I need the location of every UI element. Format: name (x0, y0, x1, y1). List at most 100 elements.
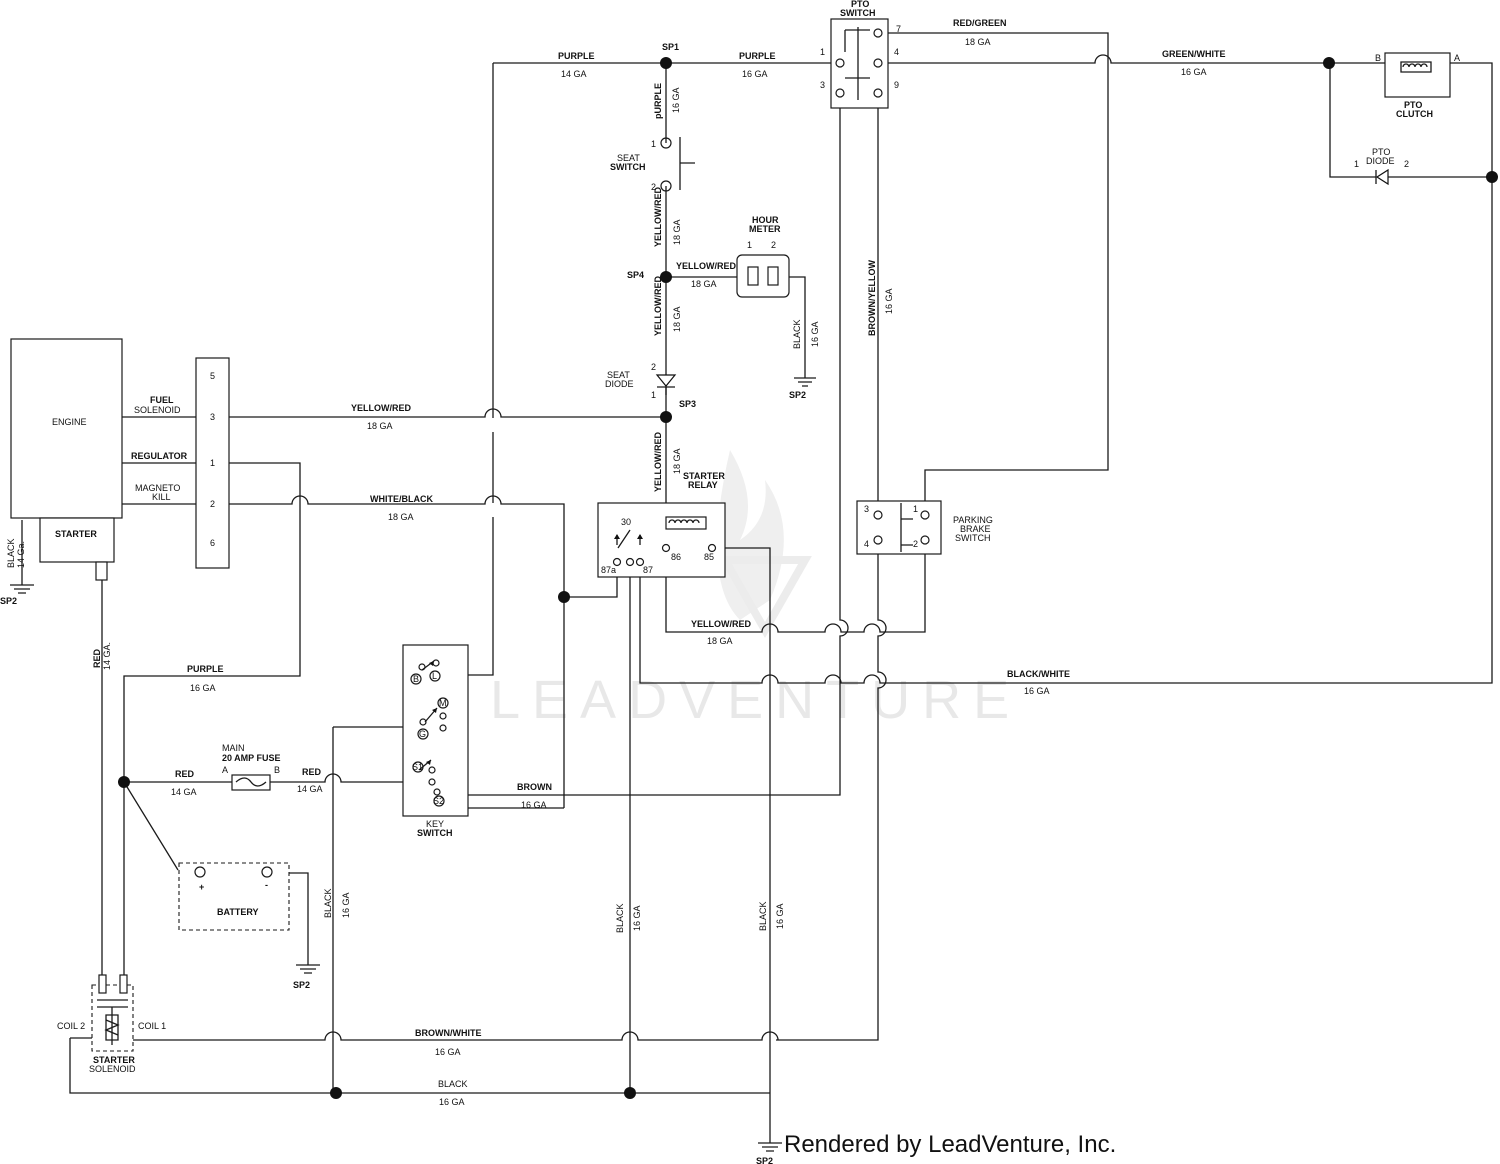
gauge-black-meter: 16 GA (810, 321, 820, 347)
ground-engine-icon (10, 584, 34, 594)
fuse-pin-a: A (222, 765, 228, 775)
label-yellow-red-fuel: YELLOW/RED (351, 403, 411, 413)
gauge-black-white: 16 GA (1024, 686, 1050, 696)
pto-diode-pin-1: 1 (1354, 159, 1359, 169)
pto-clutch-winding (1402, 63, 1428, 68)
gauge-black-bottom: 16 GA (439, 1097, 465, 1107)
pto-diode-label-2: DIODE (1366, 156, 1395, 166)
starter-relay-pin-87: 87 (643, 565, 653, 575)
starter-label: STARTER (55, 529, 97, 539)
label-black-white: BLACK/WHITE (1007, 669, 1070, 679)
label-brown-white: BROWN/WHITE (415, 1028, 482, 1038)
label-red-green: RED/GREEN (953, 18, 1007, 28)
ground-label-meter: SP2 (789, 390, 806, 400)
gauge-purple-vertical: 16 GA (671, 87, 681, 113)
label-purple-regulator: PURPLE (187, 664, 224, 674)
seat-diode-pin-1: 1 (651, 390, 656, 400)
pto-clutch-pin-a: A (1454, 53, 1460, 63)
key-switch-label-2: SWITCH (417, 828, 453, 838)
splice-battery-positive (118, 776, 130, 788)
key-switch-box (402, 644, 469, 817)
seat-switch-terminal-1 (660, 137, 672, 149)
hour-meter-terminal-2 (767, 266, 779, 286)
key-switch-pin-b: B (413, 674, 419, 684)
parking-brake-blades (900, 503, 913, 552)
starter-solenoid-post-2 (119, 974, 128, 994)
key-switch-terminal-s2 (433, 795, 445, 807)
starter-box (39, 517, 115, 563)
starter-solenoid-coil (104, 1019, 120, 1036)
pto-diode-symbol (1375, 168, 1389, 186)
pto-switch-terminal-1 (835, 58, 845, 68)
credit-text: Rendered by LeadVenture, Inc. (784, 1131, 1116, 1158)
label-black-pto: BLACK (758, 901, 768, 931)
label-yellow-red-seat: YELLOW/RED (653, 187, 663, 247)
hour-meter-pin-2: 2 (771, 240, 776, 250)
pto-switch-label-1: PTO (851, 0, 869, 9)
key-switch-terminal-g (417, 728, 429, 740)
starter-relay-label-2: RELAY (688, 480, 718, 490)
starter-solenoid-label-1: STARTER (93, 1055, 135, 1065)
starter-solenoid: COIL 2 COIL 1 STARTER SOLENOID (57, 974, 166, 1074)
gauge-red-starter: 14 GA. (102, 642, 112, 670)
ground-battery-icon (296, 964, 320, 974)
key-switch-pin-dot-8 (433, 788, 441, 796)
starter-relay-arrows (614, 534, 643, 539)
starter-relay-winding (668, 519, 700, 524)
parking-brake-pin-4: 4 (864, 539, 869, 549)
starter-solenoid-label-2: SOLENOID (89, 1064, 136, 1074)
wires (10, 32, 1493, 1152)
hour-meter-pin-1: 1 (747, 240, 752, 250)
label-red-key: RED (302, 767, 322, 777)
splice-pto-clutch-b (1323, 57, 1335, 69)
pto-switch-blades (844, 27, 870, 100)
pto-clutch-box (1384, 52, 1451, 98)
starter-relay-pin-85: 85 (704, 552, 714, 562)
gauge-purple-regulator: 16 GA (190, 683, 216, 693)
seat-diode-pin-2: 2 (651, 362, 656, 372)
splice-sp1-label: SP1 (662, 42, 679, 52)
gauge-white-black: 18 GA (388, 512, 414, 522)
splice-ground-relay (624, 1087, 636, 1099)
parking-brake-terminal-1 (920, 510, 930, 520)
key-switch-pin-l: L (432, 671, 437, 681)
key-switch-pin-dot-7 (428, 778, 436, 786)
wire-white-black (122, 495, 565, 808)
regulator-label: REGULATOR (131, 451, 188, 461)
splice-pto-clutch-a (1486, 171, 1498, 183)
wire-brown-white (132, 1031, 779, 1041)
key-switch-pin-dot-5 (419, 718, 427, 726)
gauge-black-key: 16 GA (341, 892, 351, 918)
seat-switch-blade (679, 137, 695, 190)
wire-red-battery (123, 781, 179, 871)
label-black-meter: BLACK (792, 319, 802, 349)
pto-clutch: B A PTO CLUTCH (1375, 52, 1460, 119)
gauge-yellow-red-fuel: 18 GA (367, 421, 393, 431)
splice-sp1 (660, 57, 672, 69)
parking-brake-terminal-2 (920, 535, 930, 545)
wire-labels: PURPLE 14 GA PURPLE 16 GA RED/GREEN 18 G… (171, 18, 1226, 1107)
gauge-brown: 16 GA (521, 800, 547, 810)
wire-yellow-red-relay (665, 550, 926, 633)
label-black-relay: BLACK (615, 903, 625, 933)
seat-diode-symbol (655, 374, 677, 387)
fuel-solenoid-label-2: SOLENOID (134, 405, 181, 415)
connector-pin-5: 5 (210, 371, 215, 381)
starter-post (95, 561, 108, 581)
hour-meter-label-1: HOUR (752, 215, 779, 225)
parking-brake-label-3: SWITCH (955, 533, 991, 543)
ground-meter-icon (794, 377, 816, 387)
wire-relay-85-ground (712, 547, 771, 1093)
key-switch: B L M G S1 S2 KEY SWITCH (402, 644, 469, 838)
gauge-black-pto: 16 GA (775, 903, 785, 929)
seat-switch-label-1: SEAT (617, 153, 640, 163)
pto-clutch-coil-icon (1400, 61, 1432, 73)
key-switch-pin-dot-6 (428, 766, 436, 774)
engine: ENGINE STARTER (10, 338, 123, 581)
pto-switch-box (830, 18, 889, 109)
wire-pto-clutch (1329, 62, 1493, 178)
splice-sp3-label: SP3 (679, 399, 696, 409)
battery: + - BATTERY (178, 862, 290, 931)
gauge-brown-yellow: 16 GA (884, 288, 894, 314)
key-switch-pin-s2: S2 (433, 796, 444, 806)
